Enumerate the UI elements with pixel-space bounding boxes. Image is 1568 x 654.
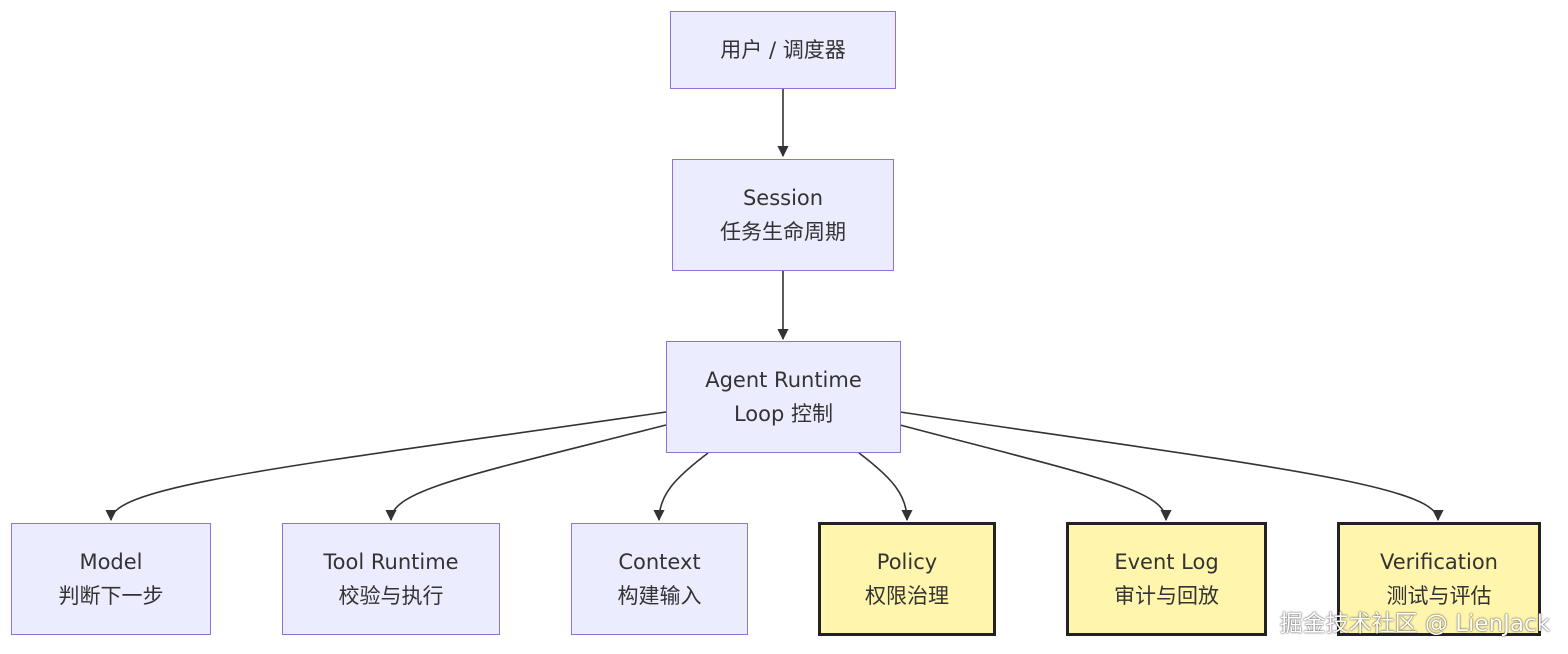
node-context-title: Context	[618, 550, 701, 574]
node-verification: Verification 测试与评估	[1337, 522, 1541, 636]
watermark: 掘金技术社区 @ LienJack	[1279, 611, 1550, 637]
edge-agent-verification	[899, 411, 1444, 522]
node-agent-runtime-title: Agent Runtime	[705, 368, 862, 392]
node-agent-runtime-subtitle: Loop 控制	[733, 402, 834, 426]
node-tool-runtime: Tool Runtime 校验与执行	[282, 523, 500, 635]
node-policy: Policy 权限治理	[818, 522, 996, 636]
node-session: Session 任务生命周期	[672, 159, 894, 271]
node-session-title: Session	[742, 186, 824, 210]
node-user-scheduler-label: 用户 / 调度器	[720, 38, 846, 62]
node-user-scheduler: 用户 / 调度器	[670, 11, 896, 89]
node-policy-subtitle: 权限治理	[865, 584, 949, 608]
node-event-log-title: Event Log	[1114, 550, 1219, 574]
node-verification-subtitle: 测试与评估	[1386, 584, 1492, 608]
node-event-log-subtitle: 审计与回放	[1114, 584, 1219, 608]
edge-agent-model	[105, 411, 667, 522]
node-agent-runtime: Agent Runtime Loop 控制	[666, 341, 901, 453]
node-session-subtitle: 任务生命周期	[720, 220, 846, 244]
edge-agent-context	[653, 452, 709, 522]
node-model-title: Model	[79, 550, 143, 574]
node-tool-runtime-subtitle: 校验与执行	[338, 584, 444, 608]
node-model: Model 判断下一步	[11, 523, 211, 635]
node-event-log: Event Log 审计与回放	[1066, 522, 1267, 636]
edge-agent-policy	[858, 452, 913, 522]
node-context: Context 构建输入	[571, 523, 748, 635]
node-tool-runtime-title: Tool Runtime	[323, 550, 459, 574]
edge-agent-tool	[385, 424, 667, 522]
node-context-subtitle: 构建输入	[617, 584, 702, 608]
node-model-subtitle: 判断下一步	[58, 584, 164, 608]
edge-agent-eventlog	[899, 424, 1172, 522]
node-policy-title: Policy	[876, 550, 938, 574]
node-verification-title: Verification	[1380, 550, 1498, 574]
